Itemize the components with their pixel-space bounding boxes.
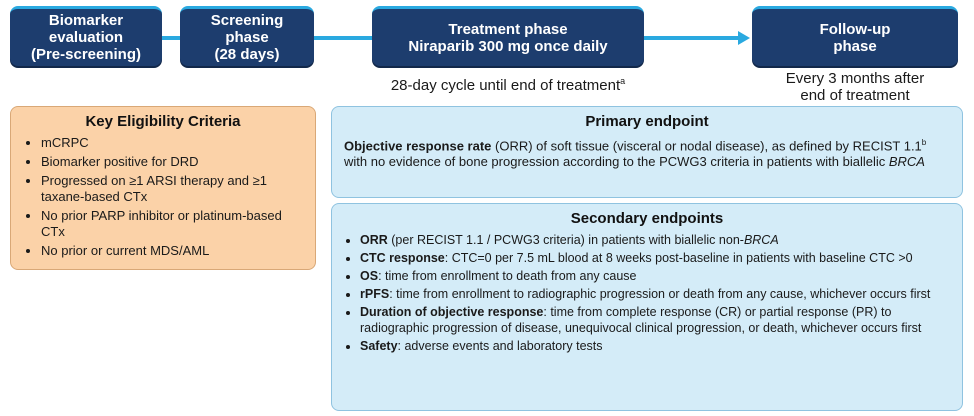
primary-endpoint-bold: Objective response rate (344, 138, 492, 154)
phase-line: (28 days) (214, 46, 280, 63)
phase-line: Biomarker (48, 12, 124, 29)
treatment-note: 28-day cycle until end of treatmenta (372, 76, 644, 94)
endpoint-name: Duration of objective response (360, 305, 544, 319)
phase-line: Screening (210, 12, 284, 29)
phase-line: phase (833, 37, 877, 55)
phase-screening: Screening phase (28 days) (180, 6, 314, 66)
secondary-endpoint-item: ORR (per RECIST 1.1 / PCWG3 criteria) in… (360, 232, 952, 248)
endpoint-name: OS (360, 269, 379, 283)
eligibility-item: Biomarker positive for DRD (41, 154, 305, 170)
phase-line: evaluation (48, 29, 124, 46)
phase-line: (Pre-screening) (30, 46, 142, 63)
eligibility-list: mCRPC Biomarker positive for DRD Progres… (21, 135, 305, 259)
primary-endpoint-panel: Primary endpoint Objective response rate… (331, 106, 963, 198)
primary-endpoint-italic: BRCA (888, 154, 925, 170)
eligibility-item: No prior or current MDS/AML (41, 243, 305, 259)
treatment-note-text: 28-day cycle until end of treatment (390, 77, 621, 94)
endpoint-name: rPFS (360, 287, 390, 301)
primary-endpoint-title: Primary endpoint (585, 113, 709, 130)
connector-arrow-line (644, 36, 740, 40)
primary-endpoint-part: (ORR) of soft tissue (visceral or nodal … (491, 138, 922, 154)
secondary-endpoint-item: CTC response: CTC=0 per 7.5 mL blood at … (360, 250, 952, 266)
secondary-endpoints-list: ORR (per RECIST 1.1 / PCWG3 criteria) in… (342, 232, 952, 354)
endpoint-desc: : time from complete response (CR) or pa… (360, 305, 922, 335)
secondary-endpoint-item: OS: time from enrollment to death from a… (360, 268, 952, 284)
secondary-endpoint-item: rPFS: time from enrollment to radiograph… (360, 286, 952, 302)
endpoint-desc: (per RECIST 1.1 / PCWG3 criteria) in pat… (387, 233, 744, 247)
phase-biomarker-evaluation: Biomarker evaluation (Pre-screening) (10, 6, 162, 66)
phase-line: Niraparib 300 mg once daily (408, 37, 608, 55)
endpoint-name: Safety (360, 339, 398, 353)
phase-line: Follow-up (819, 20, 891, 38)
phase-follow-up: Follow-up phase (752, 6, 958, 66)
secondary-endpoint-item: Duration of objective response: time fro… (360, 304, 952, 336)
primary-endpoint-text: Objective response rate (ORR) of soft ti… (342, 135, 952, 170)
endpoint-desc: : time from enrollment to radiographic p… (389, 287, 931, 301)
followup-note: Every 3 months after end of treatment (752, 70, 958, 104)
connector-line (162, 36, 180, 40)
followup-note-line: end of treatment (800, 87, 910, 104)
eligibility-item: mCRPC (41, 135, 305, 151)
arrow-right-icon (738, 31, 750, 45)
endpoint-name: ORR (360, 233, 388, 247)
primary-endpoint-part: with no evidence of bone progression acc… (344, 154, 889, 170)
followup-note-line: Every 3 months after (785, 70, 925, 87)
endpoint-name: CTC response (360, 251, 445, 265)
eligibility-item: No prior PARP inhibitor or platinum-base… (41, 208, 305, 240)
footnote-marker: b (921, 138, 927, 147)
endpoint-desc: : adverse events and laboratory tests (397, 339, 603, 353)
phase-treatment: Treatment phase Niraparib 300 mg once da… (372, 6, 644, 66)
endpoint-italic: BRCA (743, 233, 779, 247)
secondary-endpoints-panel: Secondary endpoints ORR (per RECIST 1.1 … (331, 203, 963, 411)
endpoint-desc: : time from enrollment to death from any… (378, 269, 637, 283)
eligibility-panel: Key Eligibility Criteria mCRPC Biomarker… (10, 106, 316, 270)
endpoint-desc: : CTC=0 per 7.5 mL blood at 8 weeks post… (444, 251, 913, 265)
footnote-marker: a (620, 76, 626, 86)
eligibility-item: Progressed on ≥1 ARSI therapy and ≥1 tax… (41, 173, 305, 205)
secondary-endpoint-item: Safety: adverse events and laboratory te… (360, 338, 952, 354)
eligibility-title: Key Eligibility Criteria (85, 113, 241, 130)
secondary-endpoints-title: Secondary endpoints (570, 210, 724, 227)
connector-line (314, 36, 372, 40)
phase-line: phase (225, 29, 269, 46)
phase-line: Treatment phase (448, 20, 568, 38)
